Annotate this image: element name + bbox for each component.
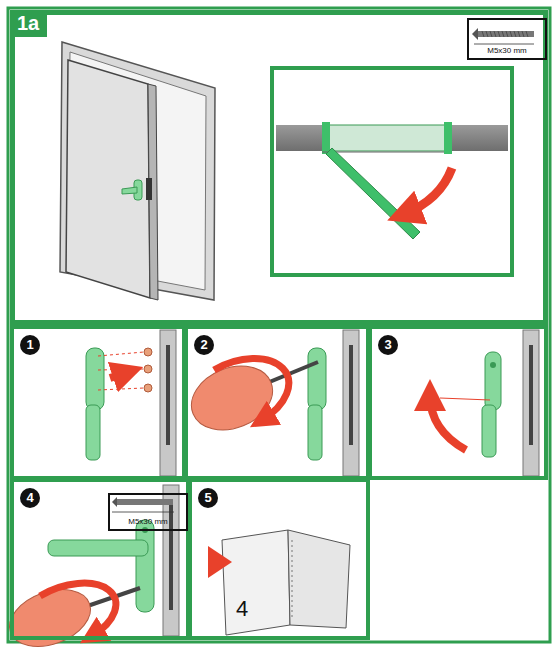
- page-number: 4: [236, 598, 248, 620]
- step-panel: 4M5x30 mm: [10, 478, 190, 640]
- step-number: 2: [194, 335, 214, 355]
- outer-frame: [8, 8, 550, 642]
- step-panel: 3: [368, 325, 548, 480]
- door-illustration: [60, 42, 215, 300]
- step-number: 5: [198, 488, 218, 508]
- step-panel: 5: [188, 478, 370, 640]
- step-number: 4: [20, 488, 40, 508]
- screw-box: M5x30 mm: [108, 493, 188, 531]
- screw-symbol: [112, 497, 174, 512]
- panel-number: 1a: [10, 10, 47, 37]
- step-panel: 1: [10, 325, 186, 480]
- panel: 1aM5x30 mm: [10, 10, 548, 325]
- step-panel: 2: [184, 325, 370, 480]
- manual-booklet: [208, 530, 350, 635]
- step2-screwdriver: [182, 348, 326, 460]
- step1-handle: [86, 348, 152, 460]
- screw-box: M5x30 mm: [467, 18, 547, 60]
- step-number: 3: [378, 335, 398, 355]
- step-number: 1: [20, 335, 40, 355]
- screw-size: M5x30 mm: [469, 47, 545, 56]
- screw-size: M5x30 mm: [110, 518, 186, 527]
- step3-handle: [430, 352, 501, 457]
- door-edge: [160, 330, 539, 636]
- screw-symbol: [472, 28, 534, 44]
- inset-detail: [272, 68, 512, 275]
